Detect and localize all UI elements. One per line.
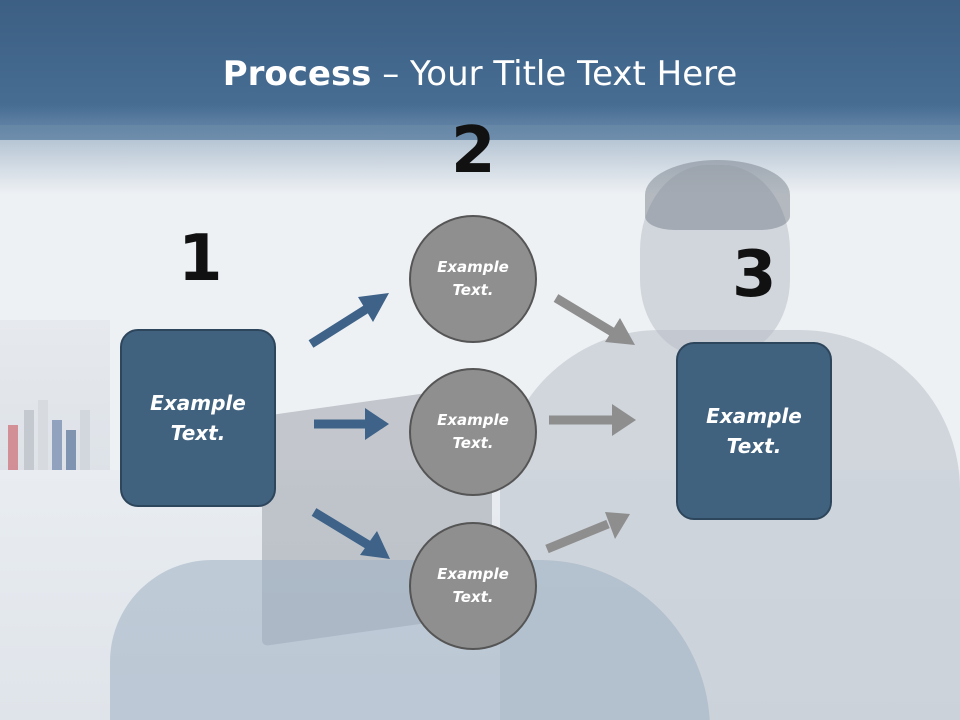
person-hair [645, 160, 790, 230]
arrow-right-gray [549, 404, 636, 436]
header-band [0, 0, 960, 140]
slide-title: Process – Your Title Text Here [0, 52, 960, 96]
step-number-3: 3 [732, 238, 777, 312]
step-3-text: Example Text. [706, 404, 802, 458]
step-number-1: 1 [178, 222, 223, 296]
step-2-node-bottom: Example Text. [409, 522, 537, 650]
arrow-down-right-gray [553, 294, 635, 345]
step-2-node-middle: Example Text. [409, 368, 537, 496]
arrow-up-right-gray [545, 512, 630, 554]
node-top-text: Example Text. [437, 258, 509, 299]
title-rest: – Your Title Text Here [371, 54, 738, 94]
arrow-down-right-blue [311, 508, 390, 559]
node-bottom-text: Example Text. [437, 565, 509, 606]
title-bold: Process [222, 54, 372, 94]
node-middle-text: Example Text. [437, 411, 509, 452]
step-3-box: Example Text. [676, 342, 832, 520]
person-head [640, 165, 790, 355]
arrow-up-right-blue [308, 293, 389, 348]
header-fade [0, 125, 960, 195]
step-1-text: Example Text. [150, 391, 246, 445]
step-number-2: 2 [451, 114, 496, 188]
bookshelf [0, 320, 110, 480]
step-2-node-top: Example Text. [409, 215, 537, 343]
arrow-right-blue [314, 408, 389, 440]
step-1-box: Example Text. [120, 329, 276, 507]
